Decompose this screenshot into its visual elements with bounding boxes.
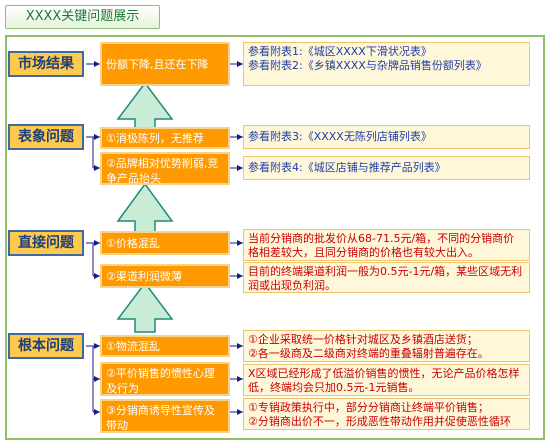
note-market: 参看附表1:《城区XXXX下滑状况表》 参看附表2:《乡镇XXXX与杂牌品销售份… bbox=[243, 42, 530, 86]
note-market-line-1: 参看附表1:《城区XXXX下滑状况表》 bbox=[248, 45, 432, 58]
note-root-3-line-1: ①专销政策执行中，部分分销商让终端平价销售； bbox=[248, 401, 489, 414]
up-arrow-icon bbox=[116, 281, 174, 333]
note-root-1: ①企业采取统一价格针对城区及乡镇酒店送货； ②各一级商及二级商对终端的重叠辐射普… bbox=[243, 330, 530, 362]
note-root-1-line-2: ②各一级商及二级商对终端的重叠辐射普遍存在。 bbox=[248, 347, 489, 360]
category-surface-problem: 表象问题 bbox=[8, 124, 84, 150]
note-root-3: ①专销政策执行中，部分分销商让终端平价销售； ②分销商出价不一，形成恶性带动作用… bbox=[243, 398, 530, 430]
note-direct-1: 当前分销商的批发价从68-71.5元/箱，不同的分销商价格相差较大，且同分销商的… bbox=[243, 229, 530, 261]
category-root-problem: 根本问题 bbox=[8, 333, 84, 359]
issue-negative-display: ①消极陈列，无推荐 bbox=[100, 127, 230, 149]
issue-share-decline: 份额下降,且还在下降 bbox=[100, 42, 230, 86]
issue-price-chaos: ①价格混乱 bbox=[100, 231, 230, 255]
note-root-2: X区域已经形成了低溢价销售的惯性，无论产品价格怎样低，终端均会只加0.5元-1元… bbox=[243, 364, 530, 396]
category-direct-problem: 直接问题 bbox=[8, 230, 84, 256]
note-surface-2: 参看附表4:《城区店铺与推荐产品列表》 bbox=[243, 156, 530, 180]
issue-brand-advantage-weakened: ②品牌相对优势削弱,竞争产品抬头 bbox=[100, 152, 230, 185]
up-arrow-icon bbox=[116, 81, 174, 131]
note-surface-1: 参看附表3:《XXXX无陈列店铺列表》 bbox=[243, 125, 530, 149]
note-direct-2: 目前的终端渠道利润一般为0.5元-1元/箱，某些区域无利润或出现负利润。 bbox=[243, 262, 530, 293]
issue-logistics-chaos: ①物流混乱 bbox=[100, 335, 230, 357]
note-market-line-2: 参看附表2:《乡镇XXXX与杂牌品销售份额列表》 bbox=[248, 59, 487, 72]
up-arrow-icon bbox=[116, 182, 174, 235]
diagram-title: XXXX关键问题展示 bbox=[5, 5, 160, 29]
issue-thin-channel-profit: ②渠道利润微薄 bbox=[100, 264, 230, 288]
note-root-1-line-1: ①企业采取统一价格针对城区及乡镇酒店送货； bbox=[248, 333, 478, 346]
issue-distributor-inducement: ③分销商诱导性宣传及带动 bbox=[100, 399, 230, 433]
category-market-result: 市场结果 bbox=[8, 51, 84, 77]
issue-parity-pricing-habit: ②平价销售的惯性心理及行为 bbox=[100, 362, 230, 396]
note-root-3-line-2: ②分销商出价不一，形成恶性带动作用并促使恶性循环 bbox=[248, 415, 511, 428]
